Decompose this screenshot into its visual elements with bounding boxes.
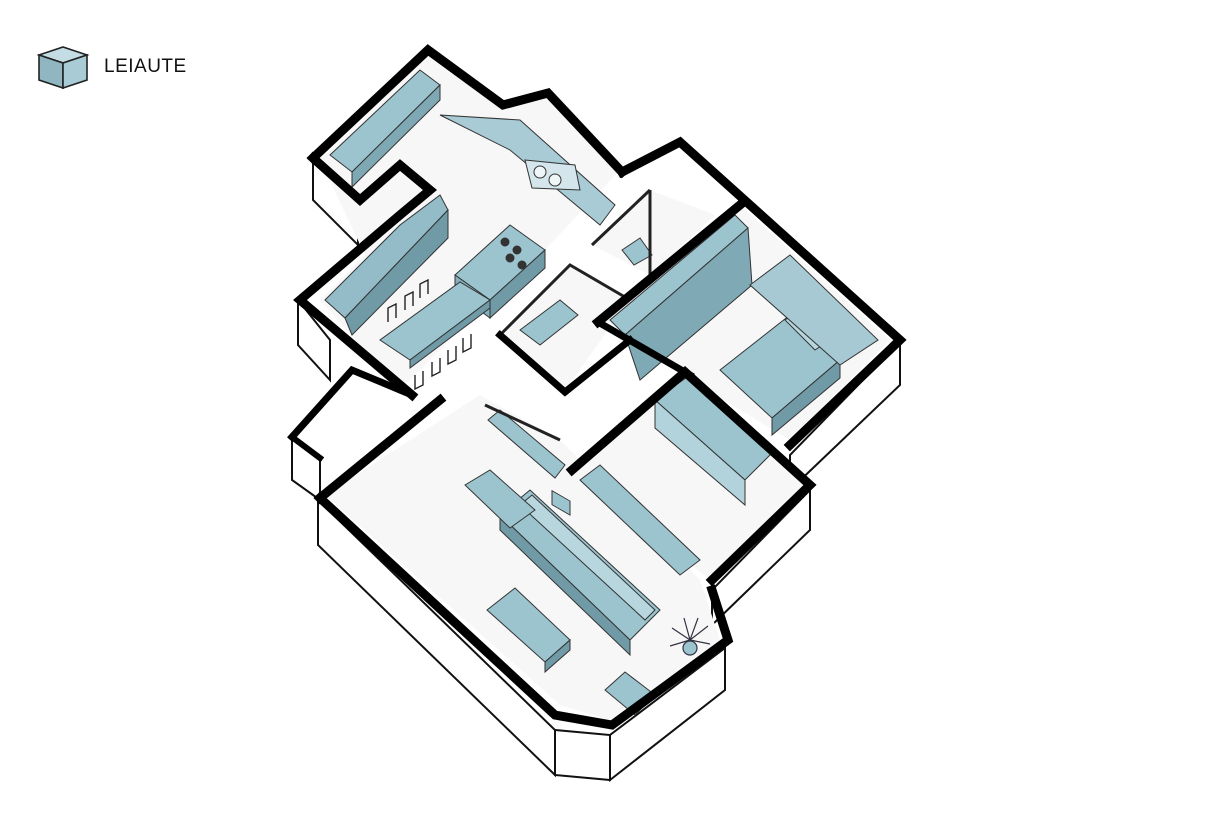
furniture [324,69,879,716]
dining-chairs [387,278,472,391]
kitchen-counter-top [439,114,616,226]
bath-toilet [621,237,653,266]
wall-art [551,489,571,516]
bedroom2-desk [579,464,701,576]
kitchen-tall-cabinets [324,194,449,319]
bath-vanity [519,299,579,346]
walls [287,44,907,730]
legend: LEIAUTE [36,43,187,91]
master-headboard [749,254,879,366]
partitions [484,188,652,442]
cube-icon [36,46,90,90]
tv-sideboard [487,409,566,479]
plant-icon [669,617,711,656]
legend-label: LEIAUTE [104,56,187,77]
wall-extrusions [291,157,901,783]
ottoman [464,469,536,529]
